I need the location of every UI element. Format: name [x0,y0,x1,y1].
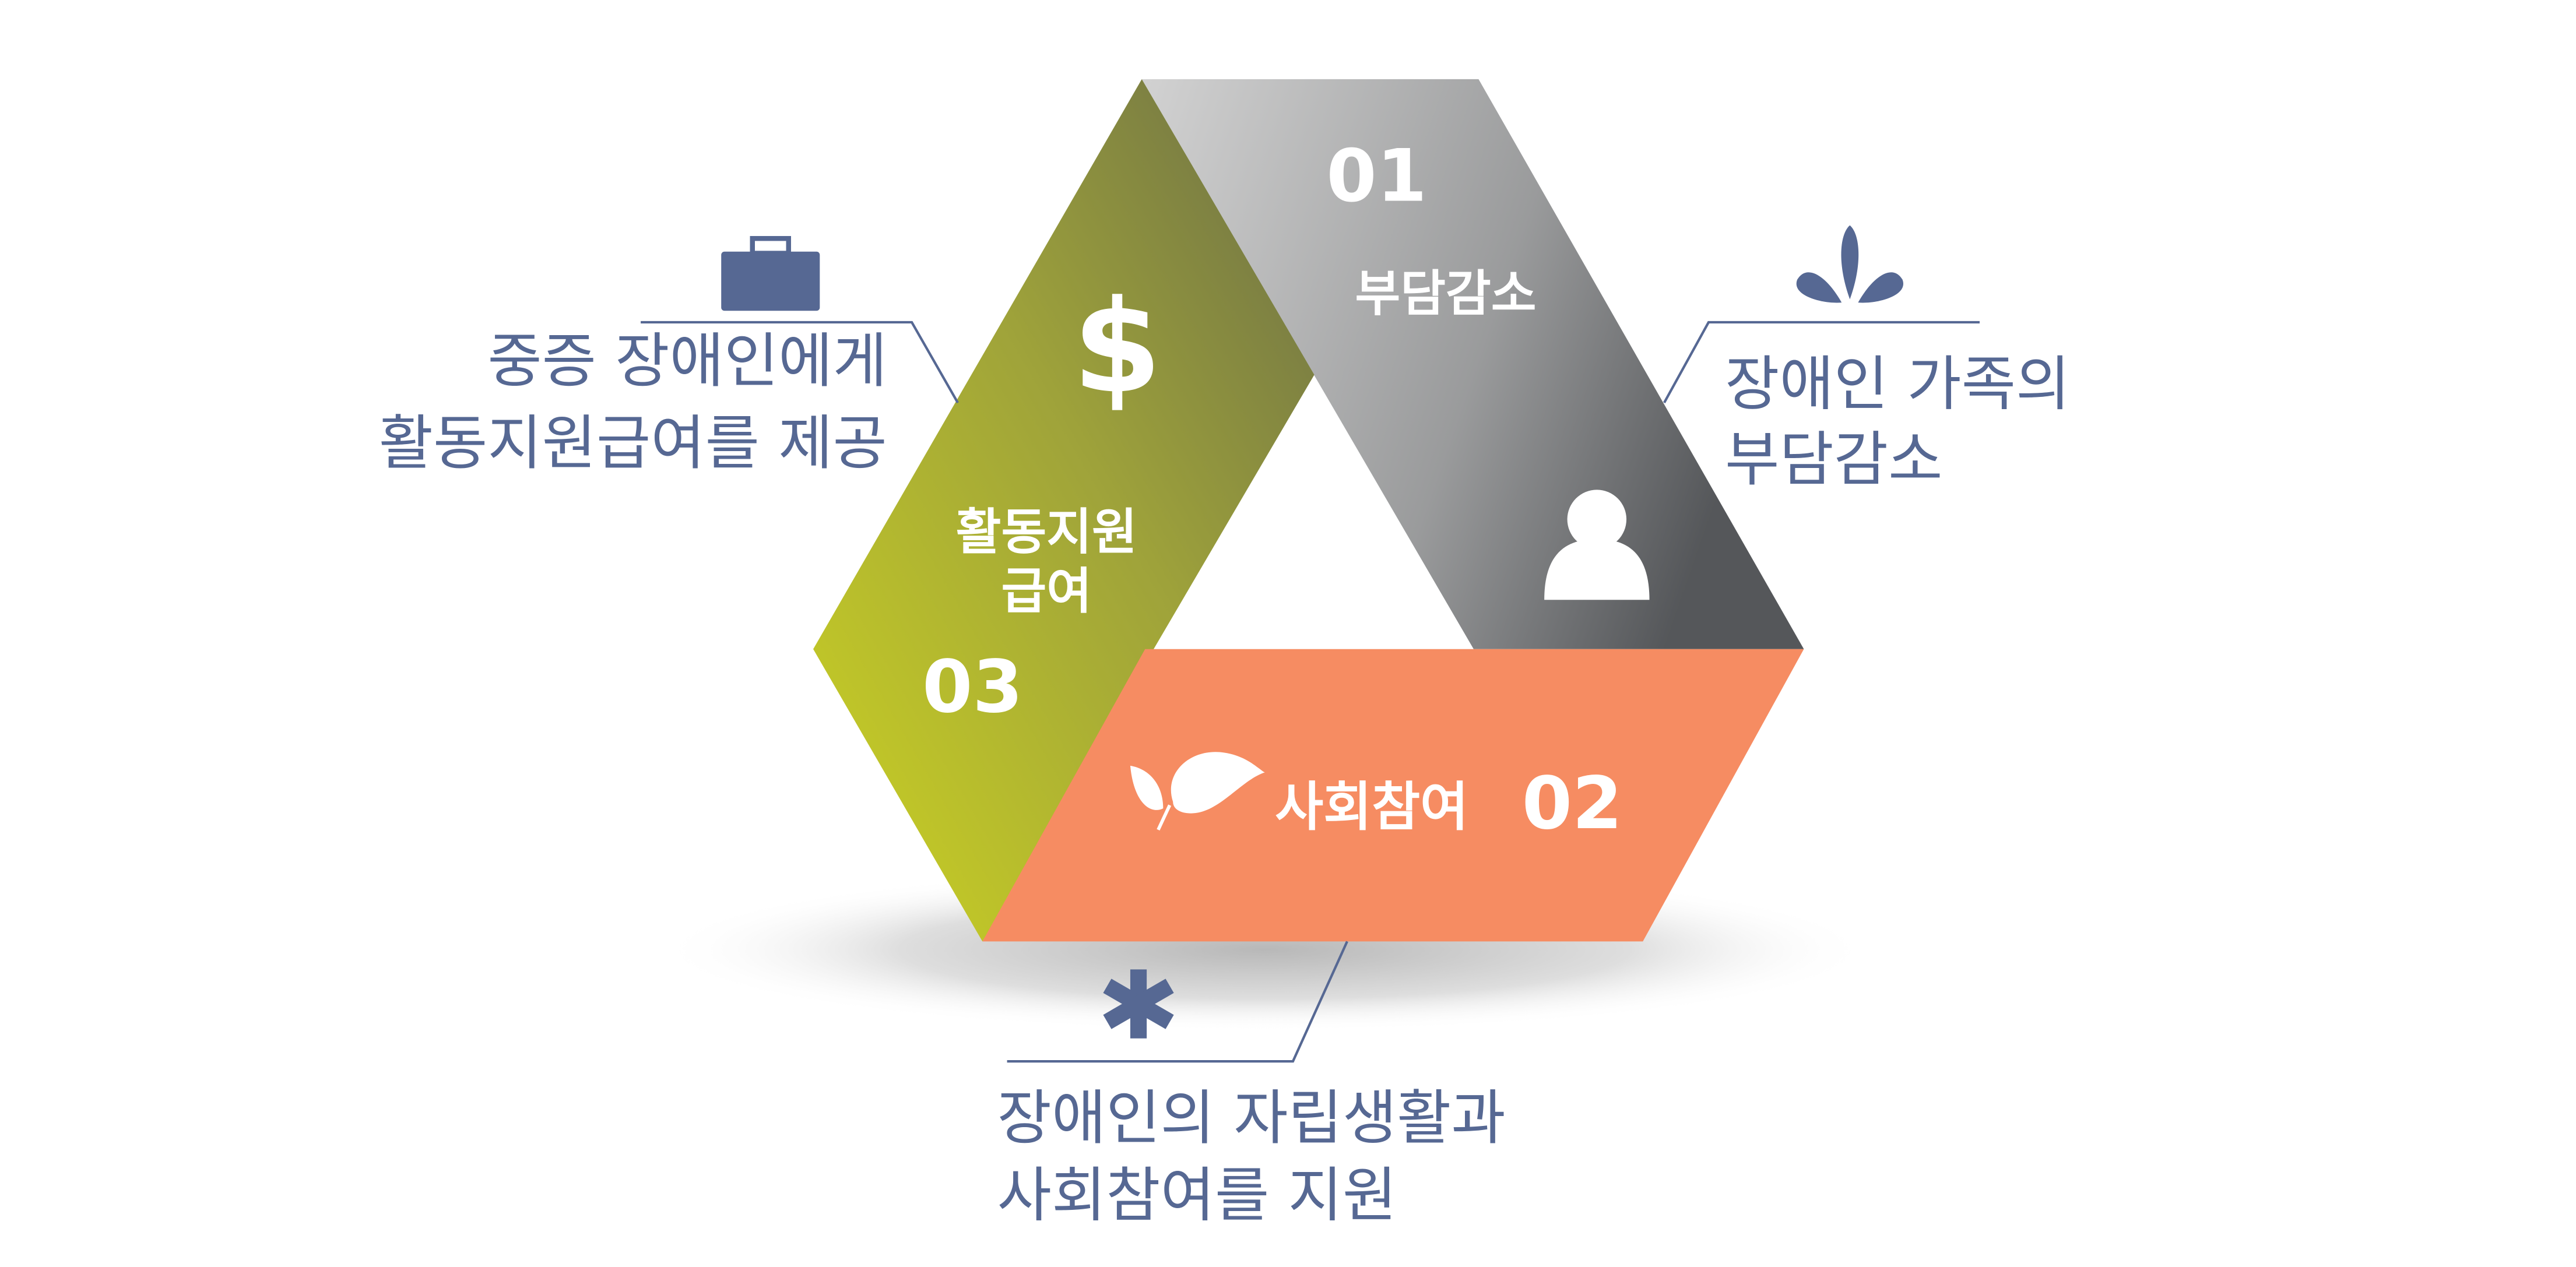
segment-03-band [813,79,1315,942]
segment-01-title: 부담감소 [1355,265,1537,322]
segment-02-title: 사회참여 [1275,776,1468,837]
left-callout-line [641,321,959,404]
segment-02-band [982,649,1804,942]
drop-icon [1796,225,1903,303]
person-icon [1544,490,1650,600]
right-callout-line1: 장애인 가족의 [1725,350,2070,418]
segment-01-number: 01 [1326,134,1427,218]
segment-03-number: 03 [922,645,1023,729]
asterisk-icon [1103,969,1174,1039]
bottom-callout-line [1007,941,1348,1063]
right-callout-line [1663,321,1980,404]
segment-03-title-line1: 활동지원 [956,504,1137,561]
dollar-icon: $ [1073,272,1162,421]
segment-01-band [1141,79,1804,649]
bottom-callout-line1: 장애인의 자립생활과 [997,1084,1506,1153]
segment-03-title-line2: 급여 [1001,562,1092,620]
segment-02-number: 02 [1522,762,1623,846]
bottom-callout-line2: 사회참여를 지원 [997,1161,1397,1230]
briefcase-icon [721,235,820,311]
leaf-icon [1130,752,1266,830]
right-callout-line2: 부담감소 [1725,425,1942,494]
left-callout-line1: 중증 장애인에게 [487,326,887,395]
left-callout-line2: 활동지원급여를 제공 [379,409,887,477]
